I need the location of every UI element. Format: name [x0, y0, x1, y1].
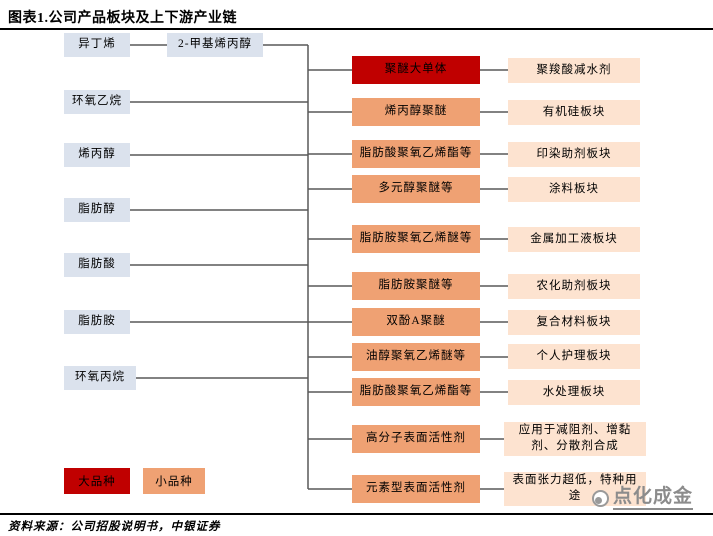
- product-node: 脂肪酸聚氧乙烯酯等: [352, 140, 480, 168]
- title-divider: [0, 28, 713, 30]
- product-node: 油醇聚氧乙烯醚等: [352, 343, 480, 371]
- product-node: 多元醇聚醚等: [352, 175, 480, 203]
- raw-material-node: 2-甲基烯丙醇: [167, 33, 263, 57]
- application-node: 水处理板块: [508, 380, 640, 405]
- watermark-logo: 点化成金: [592, 486, 694, 510]
- application-node: 印染助剂板块: [508, 142, 640, 167]
- raw-material-node: 脂肪酸: [64, 253, 130, 277]
- source-note: 资料来源：公司招股说明书，中银证券: [8, 521, 221, 533]
- application-node: 有机硅板块: [508, 100, 640, 125]
- raw-material-node: 异丁烯: [64, 33, 130, 57]
- product-node: 脂肪酸聚氧乙烯酯等: [352, 378, 480, 406]
- application-node: 涂料板块: [508, 177, 640, 202]
- raw-material-node: 脂肪醇: [64, 198, 130, 222]
- figure-title: 图表1.公司产品板块及上下游产业链: [8, 11, 237, 26]
- legend-minor-variety: 小品种: [143, 468, 205, 494]
- raw-material-node: 脂肪胺: [64, 310, 130, 334]
- product-node-major: 聚醚大单体: [352, 56, 480, 84]
- watermark-text: 点化成金: [613, 486, 694, 510]
- raw-material-node: 环氧乙烷: [64, 90, 130, 114]
- application-node: 表面张力超低，特种用途: [504, 472, 646, 506]
- legend-major-variety: 大品种: [64, 468, 130, 494]
- footer-divider: [0, 513, 713, 515]
- product-node: 元素型表面活性剂: [352, 475, 480, 503]
- product-node: 脂肪胺聚醚等: [352, 272, 480, 300]
- application-node: 个人护理板块: [508, 344, 640, 369]
- application-node: 应用于减阻剂、增黏剂、分散剂合成: [504, 422, 646, 456]
- product-node: 双酚A聚醚: [352, 308, 480, 336]
- application-node: 金属加工液板块: [508, 227, 640, 252]
- product-node: 高分子表面活性剂: [352, 425, 480, 453]
- raw-material-node: 烯丙醇: [64, 143, 130, 167]
- application-node: 复合材料板块: [508, 310, 640, 335]
- raw-material-node: 环氧丙烷: [64, 366, 136, 390]
- product-node: 脂肪胺聚氧乙烯醚等: [352, 225, 480, 253]
- product-node: 烯丙醇聚醚: [352, 98, 480, 126]
- application-node: 聚羧酸减水剂: [508, 58, 640, 83]
- application-node: 农化助剂板块: [508, 274, 640, 299]
- watermark-circle-icon: [592, 489, 609, 507]
